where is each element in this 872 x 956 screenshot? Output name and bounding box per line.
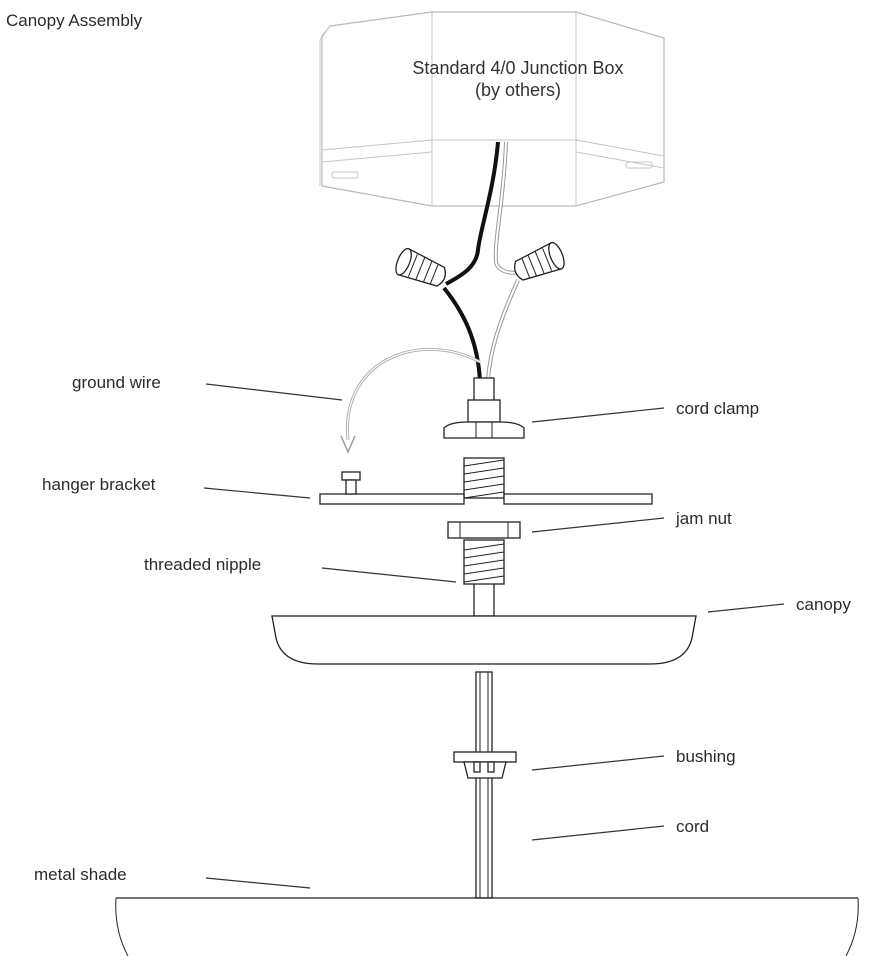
threaded-nipple — [463, 457, 505, 585]
metal-shade — [115, 897, 859, 956]
leader-cord-clamp — [531, 407, 665, 423]
leader-canopy — [707, 603, 785, 613]
supply-wires — [444, 141, 519, 286]
hanger-bracket — [319, 471, 653, 505]
jam-nut — [447, 521, 521, 539]
ground-wire — [340, 347, 481, 454]
leader-ground-wire — [205, 383, 343, 401]
label-jam-nut: jam nut — [675, 509, 732, 528]
wire-nut-black — [395, 247, 446, 287]
leader-jam-nut — [531, 517, 665, 533]
leader-hanger-bracket — [203, 487, 311, 499]
canopy — [271, 615, 697, 665]
junction-box: Standard 4/0 Junction Box (by others) — [319, 11, 665, 207]
cord-clamp — [443, 399, 525, 439]
label-cord: cord — [676, 817, 709, 836]
leader-threaded-nipple — [321, 567, 457, 583]
leader-bushing — [531, 755, 665, 771]
fixture-wires — [442, 279, 520, 381]
label-threaded-nipple: threaded nipple — [144, 555, 261, 574]
label-bushing: bushing — [676, 747, 736, 766]
label-metal-shade: metal shade — [34, 865, 127, 884]
diagram-title: Canopy Assembly — [6, 11, 143, 30]
label-cord-clamp: cord clamp — [676, 399, 759, 418]
leader-metal-shade — [205, 877, 311, 889]
leader-cord — [531, 825, 665, 841]
label-ground-wire: ground wire — [72, 373, 161, 392]
label-hanger-bracket: hanger bracket — [42, 475, 156, 494]
label-canopy: canopy — [796, 595, 851, 614]
junction-box-label-line1: Standard 4/0 Junction Box — [412, 58, 623, 78]
bushing — [453, 751, 517, 779]
junction-box-label-line2: (by others) — [475, 80, 561, 100]
wire-nut-white — [514, 241, 565, 281]
